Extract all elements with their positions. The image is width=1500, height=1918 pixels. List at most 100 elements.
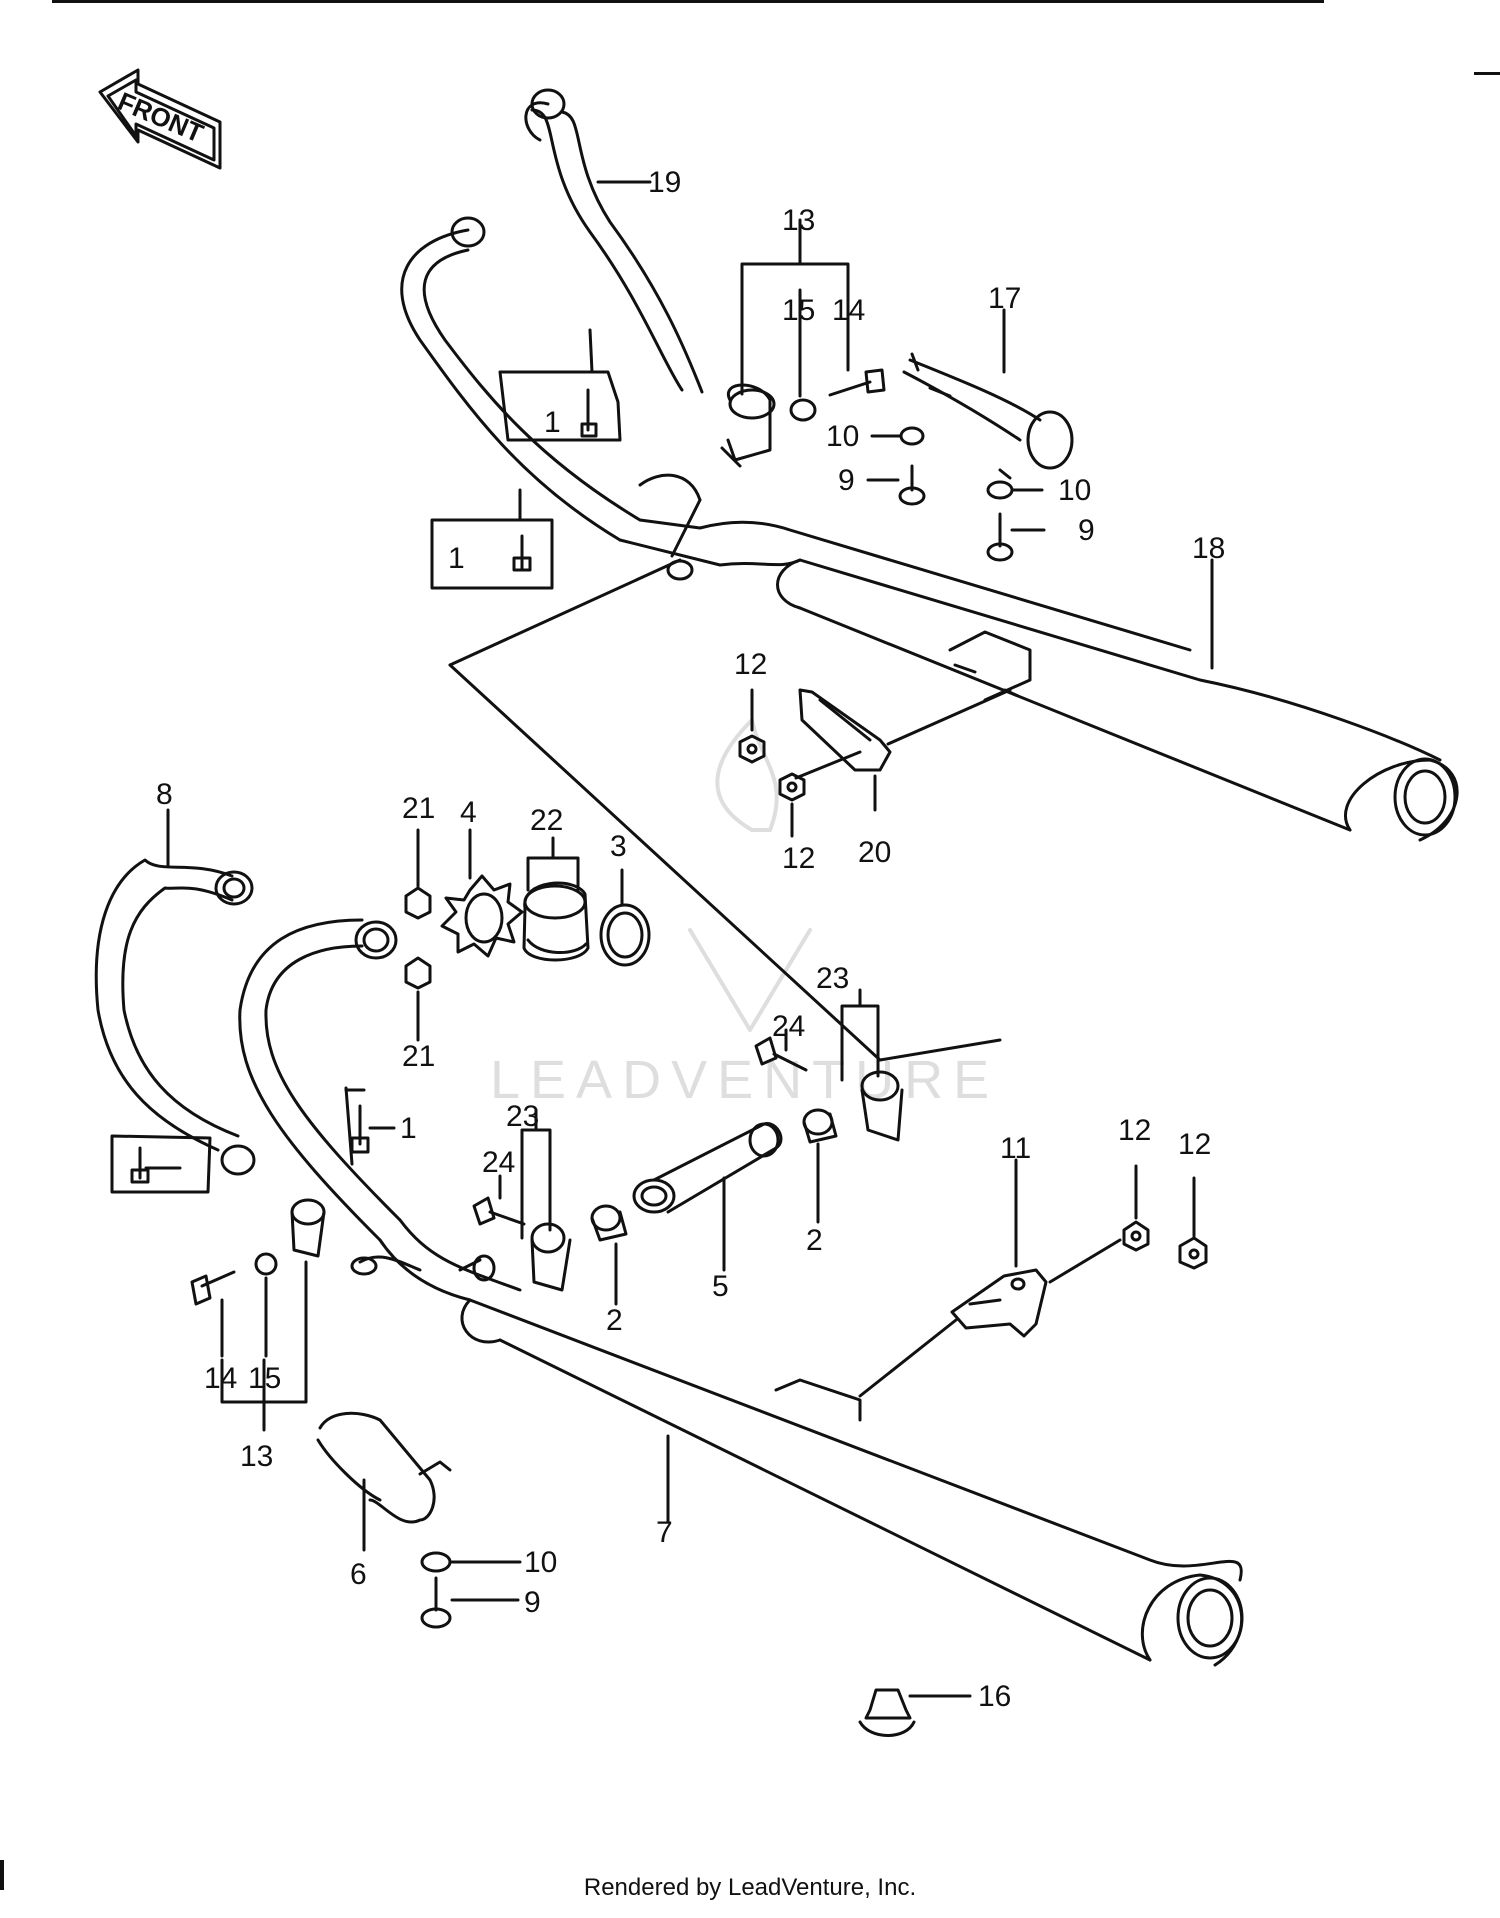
callout-5: 5 xyxy=(712,1270,729,1303)
bolt-14-lower xyxy=(190,1270,236,1306)
leader-bracket-20-mount xyxy=(886,688,1012,746)
reference-line-c xyxy=(878,1038,1002,1062)
callout-15-upper: 15 xyxy=(782,294,815,327)
front-arrow-icon xyxy=(98,68,222,170)
callout-24-middle: 24 xyxy=(482,1146,515,1179)
callout-18: 18 xyxy=(1192,532,1225,565)
callout-12-lower-a: 12 xyxy=(1118,1114,1151,1147)
clamp-23-middle xyxy=(530,1222,572,1292)
callout-12-upper-a: 12 xyxy=(734,648,767,681)
callout-labels: 19 13 15 14 17 10 9 10 9 18 1 1 12 12 20… xyxy=(156,166,1225,1713)
group-bracket-23-right xyxy=(840,988,880,1082)
bolt-24-middle xyxy=(472,1196,526,1226)
group-bracket-13-lower xyxy=(220,1260,308,1432)
nut-21-upper xyxy=(404,886,432,920)
clamp-23-right xyxy=(860,1070,904,1142)
callout-20: 20 xyxy=(858,836,891,869)
exhaust-flange-4 xyxy=(440,874,524,958)
callout-11: 11 xyxy=(1000,1132,1031,1165)
callout-9-upper-a: 9 xyxy=(838,464,855,497)
clamp-13-lower xyxy=(290,1198,326,1258)
group-bracket-13-upper xyxy=(740,218,850,396)
header-pipe-7 xyxy=(238,918,402,1242)
nut-21-lower xyxy=(404,956,432,990)
callout-23-right: 23 xyxy=(816,962,849,995)
group-bracket-23-middle xyxy=(520,1108,552,1240)
spacer-2-middle xyxy=(590,1204,628,1242)
group-bracket-22 xyxy=(526,836,580,892)
leader-bracket-11-nut xyxy=(1048,1238,1122,1284)
callout-1-upper: 1 xyxy=(544,406,561,439)
screw-9-upper-b xyxy=(986,512,1014,562)
scan-edge-top xyxy=(52,0,1324,3)
callout-13-lower: 13 xyxy=(240,1440,273,1473)
clamp-13-upper xyxy=(720,383,776,468)
nut-12-lower-b xyxy=(1178,1236,1208,1270)
bolt-box-1-lower-left xyxy=(110,1134,212,1194)
header-pipe-19 xyxy=(524,88,704,394)
callout-10-upper-b: 10 xyxy=(1058,474,1091,507)
header-pipe-8 xyxy=(94,858,256,1176)
callout-1-lower-middle: 1 xyxy=(400,1112,417,1145)
watermark-logo xyxy=(688,718,812,1032)
callout-15-lower: 15 xyxy=(248,1362,281,1395)
callout-17: 17 xyxy=(988,282,1021,315)
nut-12-lower-a xyxy=(1122,1220,1150,1252)
nut-12-upper-a xyxy=(738,734,766,764)
leader-bracket-11-mount xyxy=(858,1318,958,1398)
washer-10-lower xyxy=(420,1551,452,1573)
gasket-3 xyxy=(599,903,651,967)
reference-line-b xyxy=(448,663,882,1062)
callout-7: 7 xyxy=(656,1516,673,1549)
rubber-cap-16 xyxy=(858,1688,916,1737)
callout-12-lower-b: 12 xyxy=(1178,1128,1211,1161)
callout-14-upper: 14 xyxy=(832,294,865,327)
leader-1-upper xyxy=(588,328,594,374)
washer-15-upper xyxy=(789,398,817,422)
bolt-box-1-upper xyxy=(498,370,622,442)
callout-22: 22 xyxy=(530,804,563,837)
callout-21-upper: 21 xyxy=(402,792,435,825)
heat-shield-clamp-17 xyxy=(902,352,1074,480)
bolt-24-right xyxy=(754,1036,808,1072)
washer-15-lower xyxy=(254,1252,278,1276)
callout-10-upper-a: 10 xyxy=(826,420,859,453)
callout-14-lower: 14 xyxy=(204,1362,237,1395)
bolt-14-upper xyxy=(828,368,886,397)
washer-10-upper-a xyxy=(899,426,925,446)
header-pipe-upper-second xyxy=(400,216,642,542)
watermark-text: LEADVENTURE xyxy=(490,1050,999,1110)
footer-credit: Rendered by LeadVenture, Inc. xyxy=(583,1874,917,1901)
callout-2-right: 2 xyxy=(806,1224,823,1257)
callout-1-lower: 1 xyxy=(448,542,465,575)
callout-13-upper: 13 xyxy=(782,204,815,237)
callout-6: 6 xyxy=(350,1558,367,1591)
callout-23-middle: 23 xyxy=(506,1100,539,1133)
split-collar-22 xyxy=(522,881,590,962)
bracket-11 xyxy=(950,1268,1048,1338)
callout-19: 19 xyxy=(648,166,681,199)
nut-12-upper-b xyxy=(778,772,806,802)
reference-line-a xyxy=(448,558,682,667)
scan-edge-right xyxy=(1474,72,1500,75)
muffler-18 xyxy=(618,473,1459,842)
heat-shield-6 xyxy=(316,1411,452,1524)
callout-8: 8 xyxy=(156,778,173,811)
callout-3: 3 xyxy=(610,830,627,863)
spacer-2-right xyxy=(802,1108,838,1144)
washer-10-upper-b xyxy=(986,480,1014,500)
callout-16: 16 xyxy=(978,1680,1011,1713)
bolt-box-1-lower xyxy=(430,518,554,590)
callout-9-upper-b: 9 xyxy=(1078,514,1095,547)
callout-9-lower: 9 xyxy=(524,1586,541,1619)
callout-12-upper-b: 12 xyxy=(782,842,815,875)
screw-9-upper-a xyxy=(898,464,926,506)
pipe-5 xyxy=(632,1122,783,1214)
callout-24-right: 24 xyxy=(772,1010,805,1043)
muffler-7 xyxy=(350,1218,1244,1667)
callout-10-lower: 10 xyxy=(524,1546,557,1579)
callout-4: 4 xyxy=(460,796,477,829)
scan-edge-left xyxy=(0,1860,4,1890)
callout-21-lower: 21 xyxy=(402,1040,435,1073)
